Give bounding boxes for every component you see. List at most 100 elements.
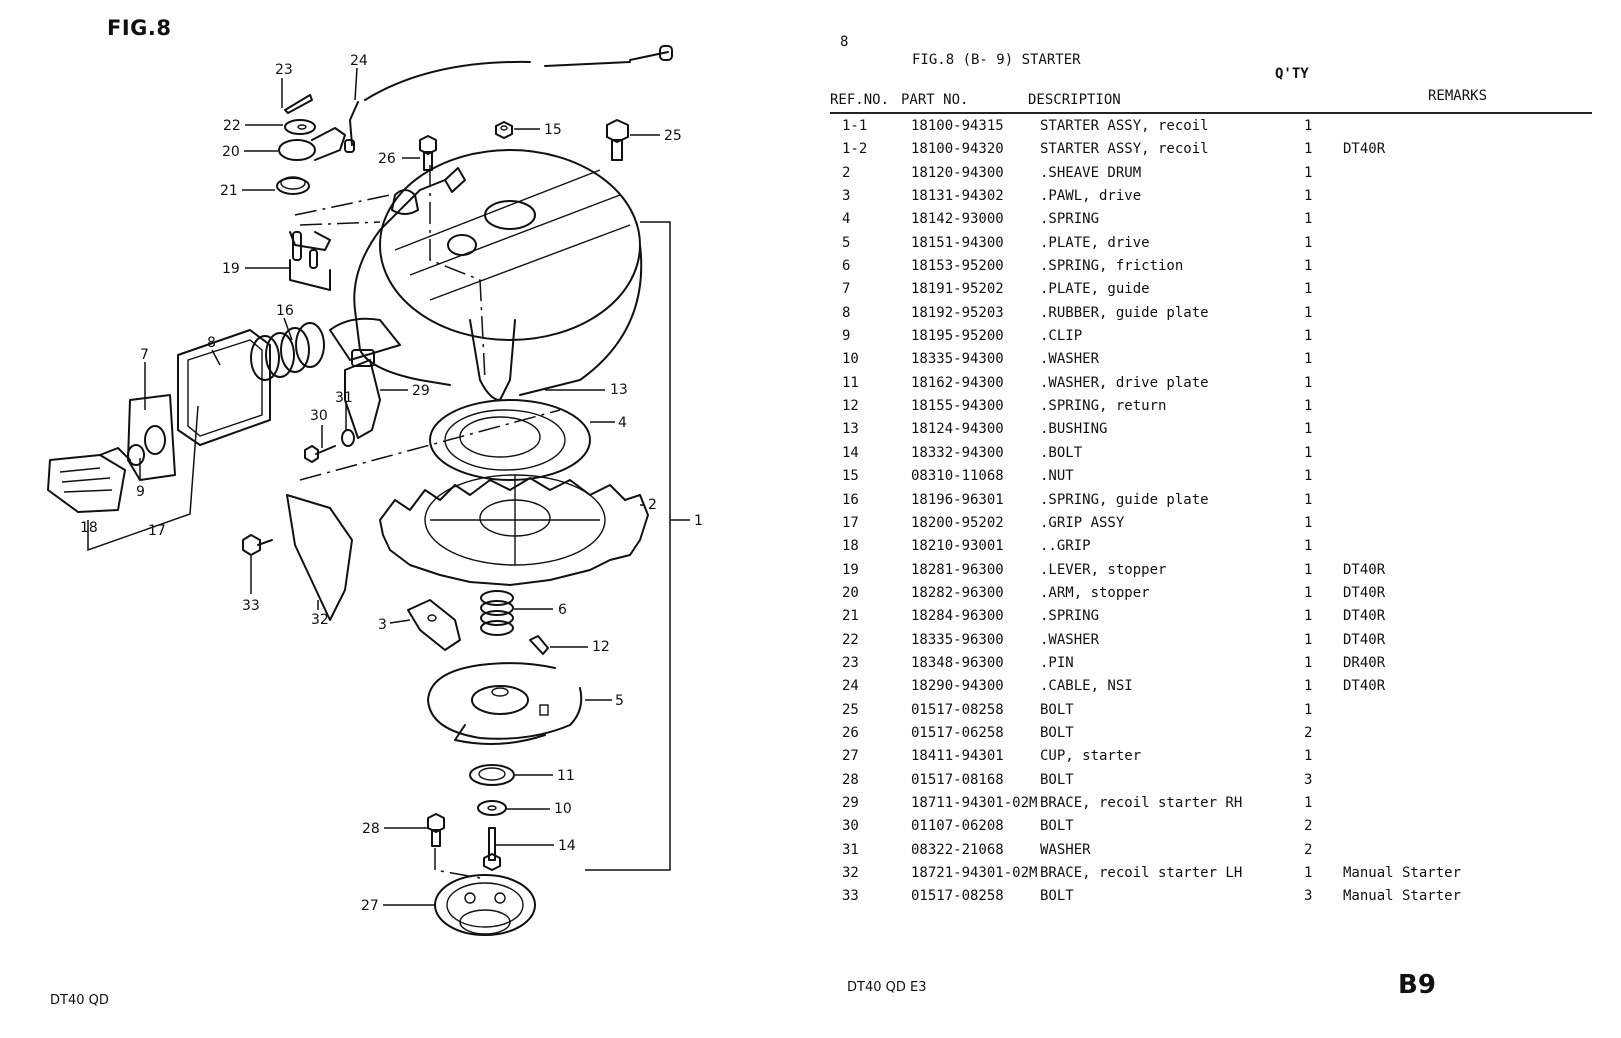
ref-no-cell: 18 [842,538,859,555]
ref-no-cell: 29 [842,794,859,811]
description-header: DESCRIPTION [1028,92,1121,108]
quantity-cell: 1 [1304,141,1313,158]
description-cell: .BUSHING [1040,421,1108,438]
remarks-cell: DT40R [1343,584,1386,601]
callout-18: 18 [80,520,98,536]
quantity-cell: 1 [1304,538,1313,555]
remarks-cell: DT40R [1343,678,1386,695]
leader-lines [139,67,660,906]
quantity-cell: 1 [1304,398,1313,415]
ref-no-cell: 3 [842,188,851,205]
callout-5: 5 [615,693,624,709]
callout-30: 30 [310,408,328,424]
description-cell: .ARM, stopper [1040,584,1150,601]
fasteners-top [419,119,629,193]
part-no-cell: 18151-94300 [911,234,1004,251]
quantity-cell: 3 [1304,771,1313,788]
part-no-cell: 18100-94315 [911,118,1004,134]
callout-21: 21 [220,183,238,199]
callout-29: 29 [412,383,430,399]
part-no-cell: 01107-06208 [911,818,1004,835]
description-cell: .GRIP ASSY [1040,514,1125,531]
description-cell: .WASHER, drive plate [1040,374,1209,391]
part-no-cell: 18120-94300 [911,164,1004,181]
stopper-parts [276,94,346,291]
description-cell: .SPRING [1040,211,1100,228]
callout-6: 6 [558,602,567,618]
ref-no-cell: 5 [842,234,851,251]
part-no-cell: 18281-96300 [911,561,1004,578]
callout-3: 3 [378,617,387,633]
callout-numbers: 1 2 3 4 5 6 7 8 9 10 11 12 13 14 15 16 1… [80,53,703,914]
quantity-cell: 1 [1304,794,1313,811]
callout-20: 20 [222,144,240,160]
ref-no-cell: 14 [842,444,859,461]
starter-housing [329,149,643,401]
part-no-cell: 18124-94300 [911,421,1004,438]
part-no-cell: 18196-96301 [911,491,1004,508]
ref-no-cell: 4 [842,211,851,228]
bottom-parts [427,764,536,936]
quantity-cell: 1 [1304,865,1313,881]
ref-no-cell: 21 [842,608,859,625]
description-cell: BRACE, recoil starter RH [1040,794,1243,811]
description-cell: .CLIP [1040,328,1083,345]
ref-no-cell: 13 [842,421,859,438]
quantity-cell: 1 [1304,561,1313,578]
part-no-header: PART NO. [901,92,969,108]
part-no-cell: 18210-93001 [911,538,1004,555]
quantity-cell: 1 [1304,211,1313,228]
part-no-cell: 18155-94300 [911,398,1004,415]
callout-26: 26 [378,151,396,167]
callout-1: 1 [694,513,703,529]
ref-no-cell: 20 [842,584,859,601]
part-no-cell: 18191-95202 [911,281,1004,298]
sheave-drum [379,399,649,586]
ref-no-cell: 33 [842,888,859,905]
ref-no-cell: 24 [842,678,859,695]
description-cell: .PAWL, drive [1040,188,1142,205]
part-no-cell: 18282-96300 [911,584,1004,601]
callout-31: 31 [335,390,353,406]
callout-24: 24 [350,53,368,69]
exploded-diagram: 1 2 3 4 5 6 7 8 9 10 11 12 13 14 15 16 1… [47,45,703,936]
part-no-cell: 18192-95203 [911,304,1004,321]
quantity-cell: 1 [1304,374,1313,391]
quantity-cell: 1 [1304,304,1313,321]
part-no-cell: 18348-96300 [911,654,1004,671]
remarks-header: REMARKS [1428,88,1488,104]
remarks-cell: DT40R [1343,608,1386,625]
callout-14: 14 [558,838,576,854]
ref-no-cell: 10 [842,351,859,368]
figure-label: FIG.8 [107,16,172,40]
table-header: REF.NO. PART NO. DESCRIPTION [830,92,1592,114]
quantity-cell: 1 [1304,631,1313,648]
description-cell: BOLT [1040,701,1074,718]
part-no-cell: 18335-96300 [911,631,1004,648]
description-cell: STARTER ASSY, recoil [1040,141,1209,158]
part-no-cell: 18284-96300 [911,608,1004,625]
quantity-cell: 1 [1304,188,1313,205]
description-cell: BRACE, recoil starter LH [1040,865,1243,881]
right-page-footer: DT40 QD E3 [847,980,927,995]
qty-header: Q'TY [1275,66,1309,82]
callout-10: 10 [554,801,572,817]
ref-no-cell: 28 [842,771,859,788]
ref-no-cell: 12 [842,398,859,415]
